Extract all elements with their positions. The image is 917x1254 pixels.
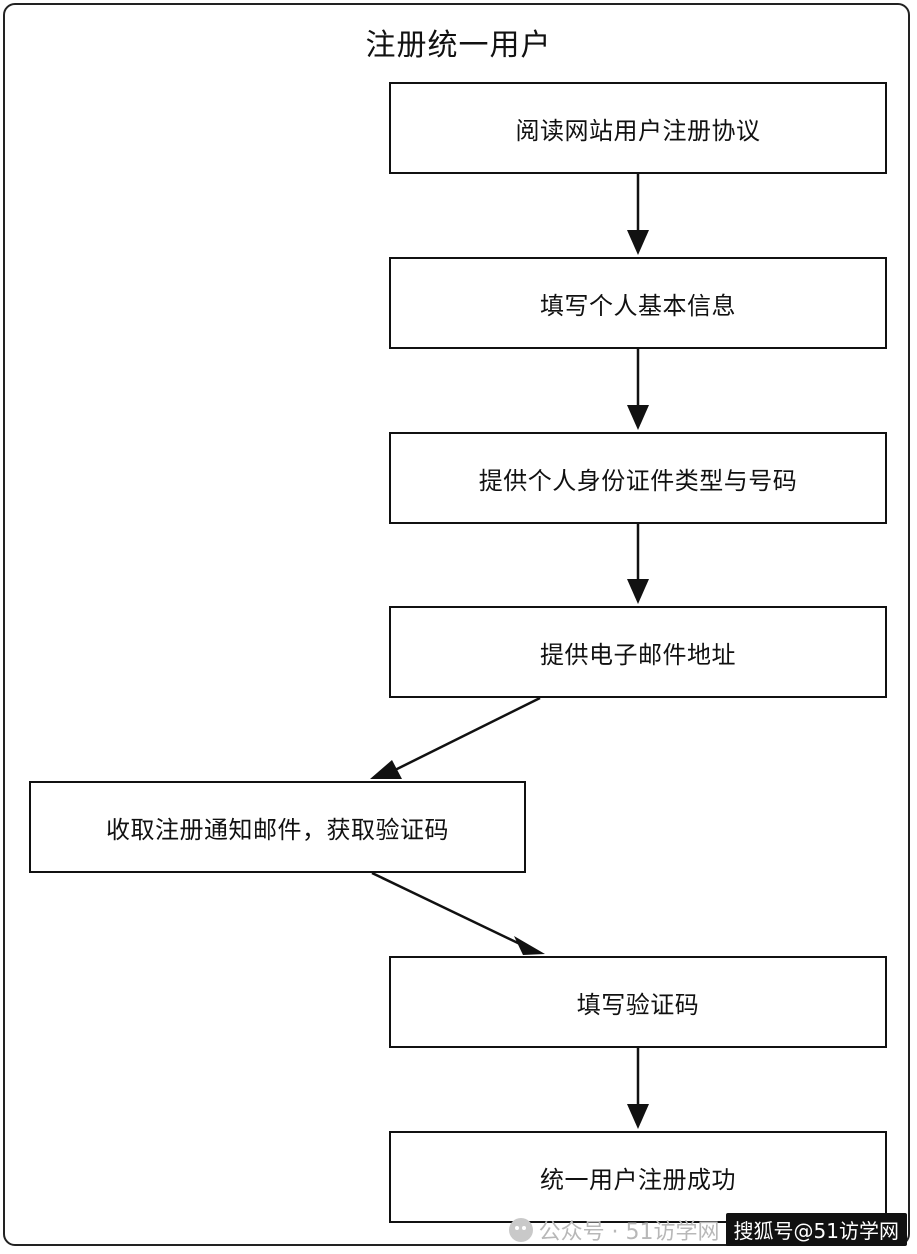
diagram-title: 注册统一用户 <box>365 28 552 63</box>
wechat-icon <box>508 1217 533 1242</box>
watermark: 公众号 · 51访学网 搜狐号@51访学网 <box>508 1213 907 1246</box>
step-registration-success: 统一用户注册成功 <box>389 1131 887 1223</box>
step-receive-notification-email: 收取注册通知邮件，获取验证码 <box>29 781 526 873</box>
step-provide-email: 提供电子邮件地址 <box>389 606 887 698</box>
step-provide-id-document: 提供个人身份证件类型与号码 <box>389 432 887 524</box>
step-fill-personal-info: 填写个人基本信息 <box>389 257 887 349</box>
step-read-agreement: 阅读网站用户注册协议 <box>389 82 887 174</box>
step-fill-verification-code: 填写验证码 <box>389 956 887 1048</box>
watermark-sohu: 搜狐号@51访学网 <box>725 1213 907 1246</box>
watermark-account: 公众号 · 51访学网 <box>538 1219 720 1245</box>
